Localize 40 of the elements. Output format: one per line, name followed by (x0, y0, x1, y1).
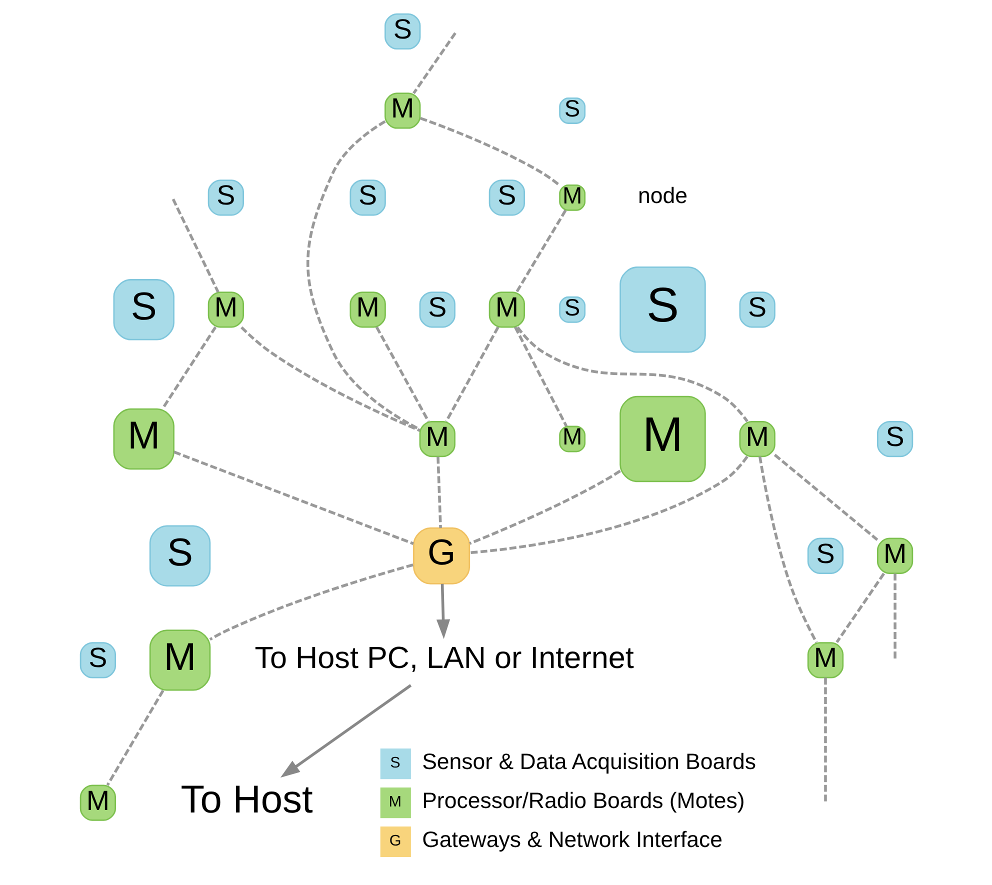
arrow (280, 684, 412, 778)
connector (374, 326, 430, 422)
connector (835, 572, 885, 643)
connector (171, 198, 219, 293)
legend-label: Processor/Radio Boards (Motes) (422, 788, 744, 814)
connector (208, 564, 413, 641)
label: node (637, 182, 687, 208)
legend-label: Sensor & Data Acquisition Boards (422, 749, 756, 774)
connector (444, 326, 499, 422)
connector (773, 454, 878, 541)
connector (516, 326, 748, 422)
node-box: G (412, 527, 470, 584)
node-box: S (148, 525, 210, 586)
node-box: S (619, 266, 706, 353)
connector (515, 210, 566, 293)
connector (240, 326, 420, 432)
arrow (436, 584, 450, 639)
connector (419, 116, 560, 186)
connector (436, 456, 442, 528)
connector (173, 450, 414, 546)
connector (469, 456, 748, 554)
node-text: To Host PC, LAN or Internet (254, 640, 634, 675)
connector (306, 120, 420, 431)
connector (513, 326, 568, 427)
node-box: S (112, 279, 174, 340)
node-box: M (148, 630, 210, 691)
connector (160, 326, 216, 410)
label: S (390, 754, 400, 772)
connector (758, 456, 818, 644)
connector (893, 574, 896, 659)
label: M (388, 794, 401, 811)
connector (824, 678, 826, 802)
legend-label: Gateways & Network Interface (422, 827, 722, 852)
connector (468, 470, 620, 545)
connector (106, 690, 164, 786)
node-box: M (619, 396, 706, 482)
node-text: To Host (180, 778, 312, 822)
node-box: M (112, 408, 174, 470)
label: G (388, 832, 401, 850)
connector (412, 32, 456, 94)
